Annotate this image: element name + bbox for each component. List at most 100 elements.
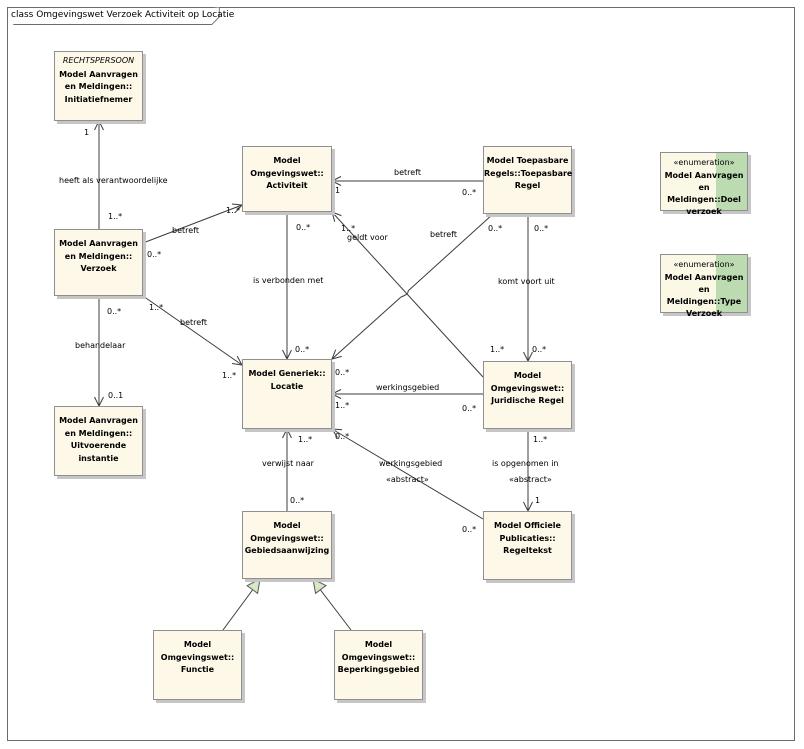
- class-name-line: Omgevingswet::: [490, 383, 565, 393]
- class-name-line: Model Officiele: [494, 521, 561, 530]
- multiplicity-label: 0..*: [534, 224, 549, 233]
- assoc-verzoek-initiatiefnemer-arrowhead: [94, 119, 104, 131]
- class-name-line: Model Aanvragen: [664, 273, 744, 282]
- association-label: betreft: [172, 226, 199, 235]
- multiplicity-label: 0..*: [147, 250, 162, 259]
- assoc-juridische-activiteit[interactable]: [331, 211, 484, 378]
- class-name-line: instantie: [78, 453, 119, 463]
- class-name-line: Model: [183, 640, 212, 649]
- class-name-line: Beperkingsgebied: [337, 665, 420, 674]
- multiplicity-label: 0..*: [296, 223, 311, 232]
- class-name-line: Functie: [180, 665, 215, 674]
- class-name-line: Uitvoerende: [70, 441, 127, 450]
- class-name-line: Regels::Toepasbare: [484, 168, 573, 178]
- multiplicity-label: 1..*: [226, 206, 241, 215]
- multiplicity-label: 0..*: [290, 496, 305, 505]
- association-label: betreft: [180, 318, 207, 327]
- class-name-line: Model: [273, 156, 301, 165]
- association-label: betreft: [430, 230, 457, 239]
- class-name-line: Model Aanvragen: [59, 239, 138, 248]
- assoc-verzoek-activiteit[interactable]: [142, 204, 243, 244]
- class-name-line: en Meldingen::Type: [666, 285, 742, 306]
- assoc-toepasbare-locatie-b-arrowhead: [331, 349, 342, 360]
- class-name-line: Initiatiefnemer: [64, 94, 133, 104]
- assoc-toepasbare-locatie-b[interactable]: [331, 296, 402, 360]
- class-name-line: Omgevingswet::: [250, 168, 324, 178]
- class-name-line: verzoek: [686, 207, 722, 216]
- diagram-frame: [7, 7, 795, 741]
- association-label: «abstract»: [509, 475, 552, 484]
- association-label: werkingsgebied: [379, 459, 443, 468]
- multiplicity-label: 1..*: [149, 303, 164, 312]
- generalization-beperkingsgebied[interactable]: [318, 587, 352, 631]
- class-name-line: Publicaties::: [499, 533, 556, 543]
- class-name-line: Model: [273, 521, 301, 530]
- class-name-line: Omgevingswet::: [160, 652, 235, 662]
- association-label: komt voort uit: [498, 277, 555, 286]
- multiplicity-label: 0..*: [462, 525, 477, 534]
- class-name-line: Model Toepasbare: [486, 156, 569, 165]
- class-name-line: Verzoek: [685, 309, 723, 318]
- assoc-regeltekst-locatie-arrowhead: [331, 428, 343, 438]
- frame-title-tab: [13, 7, 220, 25]
- class-name-line: en Meldingen::: [64, 251, 133, 261]
- association-label: is verbonden met: [253, 276, 324, 285]
- class-name-line: Model Aanvragen: [664, 171, 744, 180]
- frame-title: class Omgevingswet Verzoek Activiteit op…: [11, 10, 235, 20]
- multiplicity-label: 1: [535, 496, 541, 505]
- class-initiatiefnemer[interactable]: RECHTSPERSOON Model Aanvragen en Meldingen…: [54, 51, 143, 121]
- generalization-beperkingsgebied-head: [312, 578, 327, 595]
- class-stereotype: «enumeration»: [673, 260, 735, 269]
- association-label: werkingsgebied: [376, 383, 440, 392]
- assoc-toepasbare-activiteit-arrowhead: [330, 176, 342, 186]
- multiplicity-label: 1..*: [222, 371, 237, 380]
- multiplicity-label: 0..*: [488, 224, 503, 233]
- multiplicity-label: 0..*: [462, 188, 477, 197]
- generalization-functie-head: [246, 578, 261, 595]
- multiplicity-label: 1..*: [108, 212, 123, 221]
- class-name-line: Gebiedsaanwijzing: [244, 546, 330, 555]
- assoc-gebiedsaanwijzing-locatie-arrowhead: [282, 427, 292, 439]
- assoc-toepasbare-locatie-a[interactable]: [407, 213, 494, 292]
- line-jump: [400, 290, 409, 298]
- class-name-line: en Meldingen::: [64, 428, 133, 438]
- assoc-juridische-activiteit-arrowhead: [331, 211, 342, 222]
- association-label: verwijst naar: [262, 459, 314, 468]
- multiplicity-label: 0..*: [295, 345, 310, 354]
- multiplicity-label: 1..*: [490, 345, 505, 354]
- class-name-line: Model Generiek::: [248, 369, 326, 378]
- multiplicity-label: 1..*: [335, 401, 350, 410]
- multiplicity-label: 0..1: [108, 391, 124, 400]
- class-name-line: Verzoek: [80, 264, 117, 273]
- class-locatie[interactable]: Model Generiek::Locatie: [242, 359, 332, 429]
- generalization-functie[interactable]: [222, 587, 255, 631]
- class-type-verzoek[interactable]: «enumeration» Model Aanvragen en Meldingen…: [660, 254, 748, 318]
- class-name-line: Activiteit: [266, 181, 308, 190]
- association-label: behandelaar: [75, 341, 126, 350]
- assoc-regeltekst-locatie[interactable]: [331, 428, 484, 520]
- class-name-line: Regel: [514, 181, 541, 190]
- class-stereotype: RECHTSPERSOON: [62, 56, 135, 65]
- assoc-verzoek-locatie[interactable]: [142, 295, 243, 366]
- class-name-line: Omgevingswet::: [341, 652, 416, 662]
- multiplicity-label: 0..*: [335, 368, 350, 377]
- class-name-line: Model Aanvragen: [59, 69, 138, 79]
- association-label: betreft: [394, 168, 421, 177]
- class-name-line: Locatie: [270, 381, 304, 391]
- class-name-line: Model Aanvragen: [59, 416, 138, 425]
- association-label: geldt voor: [347, 233, 388, 242]
- class-name-line: Juridische Regel: [491, 396, 564, 405]
- class-name-line: en Meldingen::Doel: [667, 183, 741, 204]
- class-name-line: en Meldingen::: [64, 82, 133, 91]
